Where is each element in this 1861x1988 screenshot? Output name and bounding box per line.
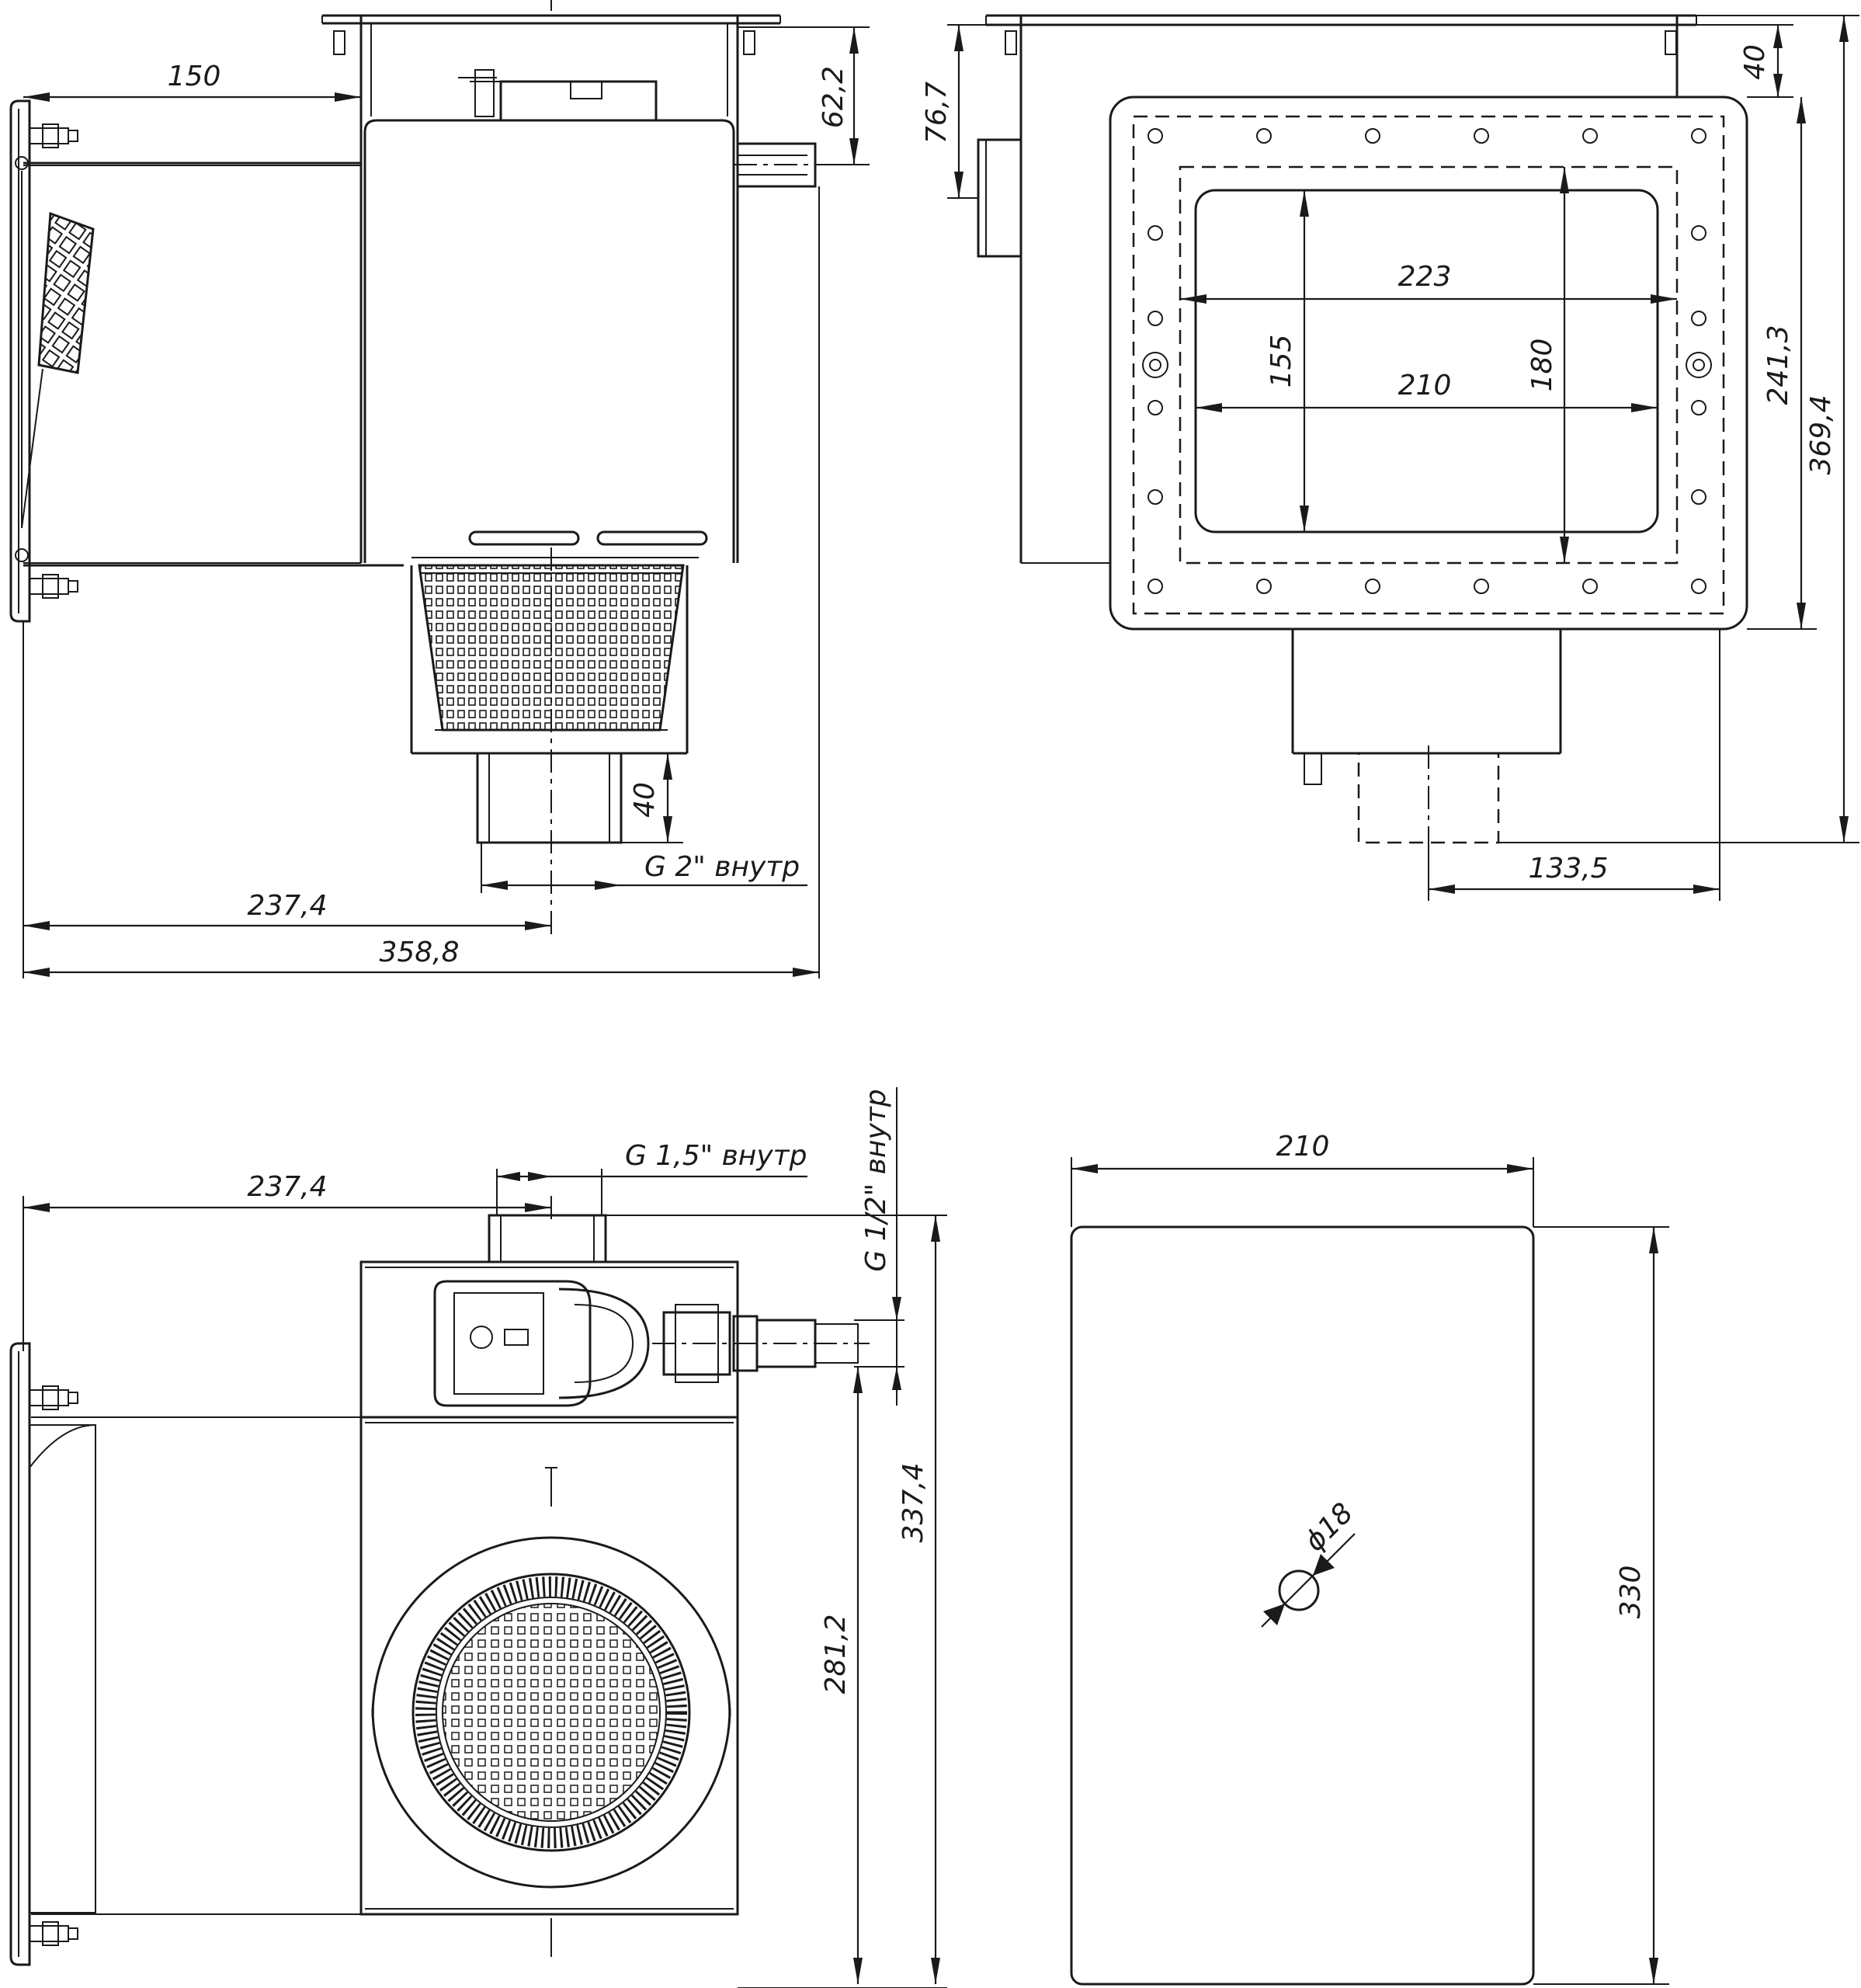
wall-flange <box>1109 96 1748 631</box>
dim-label: G 2" внутр <box>644 851 800 883</box>
plate-view: ϕ18 210 330 <box>1070 1131 1669 1986</box>
dim-label: 369,4 <box>1805 394 1837 474</box>
dim-label: 281,2 <box>820 1614 852 1694</box>
dim-label: 358,8 <box>379 937 459 968</box>
dim-label: 62,2 <box>818 66 849 128</box>
dim-133-5: 133,5 <box>1428 629 1720 901</box>
dim-label: 180 <box>1526 339 1558 392</box>
weir-flap <box>21 171 95 529</box>
dim-76-7: 76,7 <box>921 24 986 199</box>
filter-basket-top <box>371 1467 731 1957</box>
dim-210: 210 <box>1071 1131 1534 1227</box>
dim-label: 210 <box>1398 370 1452 401</box>
dim-210: 210 <box>1196 370 1658 412</box>
bolt <box>29 1921 78 1946</box>
dim-label: 40 <box>629 782 661 818</box>
dim-40: 40 <box>1696 24 1793 98</box>
dim-thread: G 2" внутр <box>481 843 807 893</box>
bolt <box>29 1385 78 1410</box>
bolt <box>29 123 78 148</box>
top-view: 237,4 G 1,5" внутр G 1/2" внутр 337,4 <box>9 1087 947 1988</box>
dim-label: 330 <box>1615 1566 1647 1619</box>
dim-330: 330 <box>1533 1226 1669 1985</box>
dim-label: 241,3 <box>1762 325 1794 405</box>
dim-label: G 1,5" внутр <box>625 1140 807 1172</box>
dim-237-4: 237,4 <box>23 621 551 978</box>
dim-label: G 1/2" внутр <box>860 1089 892 1271</box>
bolt <box>29 574 78 599</box>
float-valve <box>458 69 658 122</box>
front-view: 76,7 40 223 210 155 <box>921 14 1859 901</box>
dim-337-4: 337,4 <box>606 1215 947 1988</box>
dim-369-4: 369,4 <box>1498 15 1859 843</box>
dim-label: 155 <box>1266 335 1297 388</box>
dim-281-2: 281,2 <box>820 1367 863 1984</box>
dim-label: 133,5 <box>1528 853 1608 885</box>
dim-label: 76,7 <box>921 82 953 144</box>
dim-label: 337,4 <box>898 1462 929 1542</box>
dim-40: 40 <box>621 752 683 843</box>
dim-label: ϕ18 <box>1299 1497 1359 1558</box>
dim-150: 150 <box>23 61 362 163</box>
dim-label: 237,4 <box>247 890 327 922</box>
dim-thread-1-5: G 1,5" внутр <box>496 1140 807 1215</box>
dim-label: 150 <box>168 61 221 92</box>
dim-label: 223 <box>1398 261 1452 293</box>
dim-thread-1-2: G 1/2" внутр <box>854 1087 904 1406</box>
side-fitting <box>652 1304 870 1383</box>
dim-223: 223 <box>1180 261 1677 304</box>
side-view: 150 62,2 40 G 2" внутр <box>9 0 870 978</box>
dim-241-3: 241,3 <box>1747 97 1817 630</box>
dim-phi18: ϕ18 <box>1261 1497 1359 1628</box>
dim-label: 237,4 <box>247 1171 327 1203</box>
float-valve <box>433 1280 650 1407</box>
dim-237-4: 237,4 <box>23 1171 552 1351</box>
dim-358-8: 358,8 <box>23 186 820 978</box>
dim-155: 155 <box>1266 190 1309 532</box>
dim-label: 40 <box>1739 44 1771 80</box>
dim-180: 180 <box>1526 167 1569 563</box>
dim-62-2: 62,2 <box>738 26 870 165</box>
dim-label: 210 <box>1276 1131 1330 1163</box>
